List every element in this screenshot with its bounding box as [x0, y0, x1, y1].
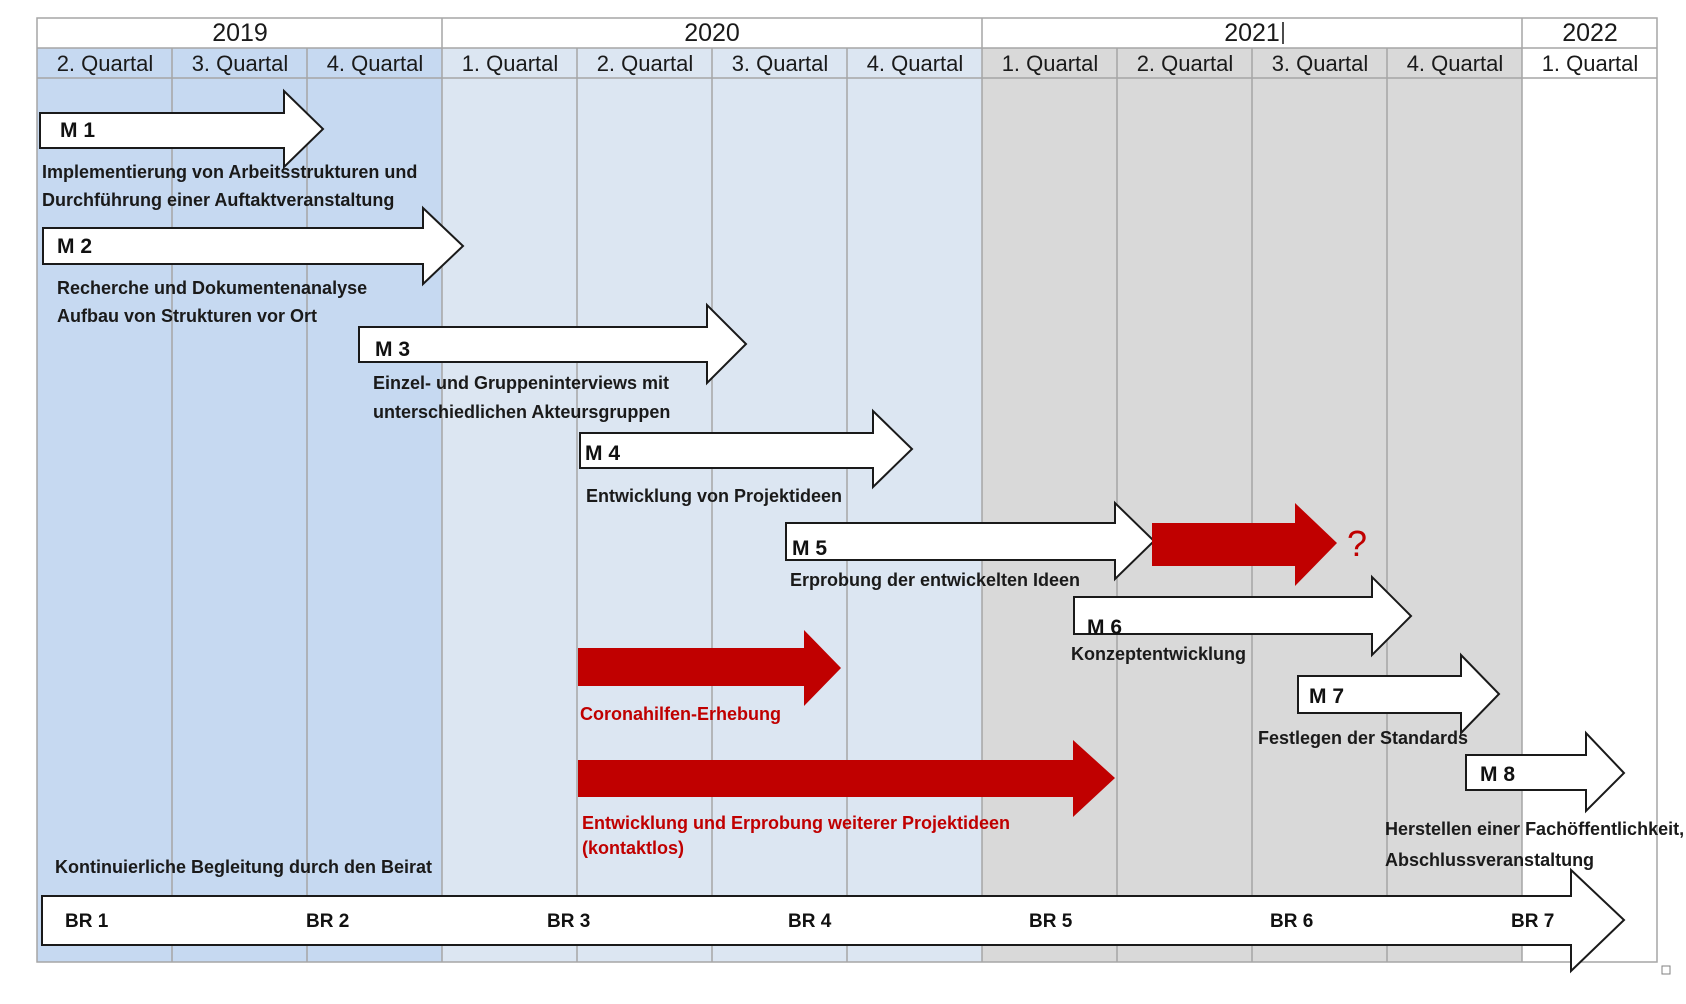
quarter-label: 2. Quartal [597, 51, 694, 76]
milestone-m5-extension-arrow [1152, 503, 1337, 586]
background-2019 [37, 48, 442, 962]
milestone-m1-description-line2: Durchführung einer Auftaktveranstaltung [42, 190, 394, 210]
quarter-header: 2. Quartal 3. Quartal 4. Quartal 1. Quar… [57, 51, 1639, 76]
advisory-board-label: Kontinuierliche Begleitung durch den Bei… [55, 857, 432, 877]
corona-survey-label: Coronahilfen-Erhebung [580, 704, 781, 724]
milestone-m3: M 3 Einzel- und Gruppeninterviews mit un… [358, 302, 748, 422]
year-label-2022: 2022 [1562, 19, 1618, 47]
contactless-projects-task: Entwicklung und Erprobung weiterer Proje… [578, 740, 1115, 858]
milestone-m6-description: Konzeptentwicklung [1071, 644, 1246, 664]
milestone-m7-description: Festlegen der Standards [1258, 728, 1468, 748]
milestone-m2-description-line2: Aufbau von Strukturen vor Ort [57, 306, 317, 326]
milestone-m4: M 4 Entwicklung von Projektideen [579, 408, 914, 506]
quarter-label: 4. Quartal [327, 51, 424, 76]
milestone-m8-description-line2: Abschlussveranstaltung [1385, 850, 1594, 870]
advisory-meeting-br5: BR 5 [1029, 911, 1073, 932]
milestone-m4-description: Entwicklung von Projektideen [586, 486, 842, 506]
year-label-2021: 2021 [1224, 19, 1280, 47]
milestone-m5-label: M 5 [792, 537, 827, 560]
milestone-m8-label: M 8 [1480, 763, 1515, 786]
milestone-m6-arrow [1073, 574, 1413, 658]
corona-survey-arrow [578, 630, 841, 706]
milestone-m1-label: M 1 [60, 119, 95, 142]
milestone-m2: M 2 Recherche und Dokumentenanalyse Aufb… [42, 205, 465, 326]
milestone-m6: M 6 Konzeptentwicklung [1071, 574, 1413, 664]
advisory-meeting-br6: BR 6 [1270, 911, 1313, 932]
quarter-label: 3. Quartal [732, 51, 829, 76]
milestone-m2-description-line1: Recherche und Dokumentenanalyse [57, 278, 367, 298]
milestone-m3-description-line2: unterschiedlichen Akteursgruppen [373, 402, 670, 422]
advisory-board-arrow [41, 867, 1626, 974]
advisory-meeting-br4: BR 4 [788, 911, 832, 932]
milestone-m7-label: M 7 [1309, 685, 1344, 708]
milestone-m5: M 5 Erprobung der entwickelten Ideen ? [785, 500, 1367, 590]
contactless-projects-label-line1: Entwicklung und Erprobung weiterer Proje… [582, 813, 1010, 833]
milestone-m3-arrow [358, 302, 748, 386]
year-header: 2019 2020 2021 2022 [212, 19, 1618, 47]
quarter-label: 1. Quartal [1002, 51, 1099, 76]
quarter-label: 1. Quartal [462, 51, 559, 76]
quarter-label: 2. Quartal [57, 51, 154, 76]
quarter-label: 4. Quartal [1407, 51, 1504, 76]
milestone-m2-arrow [42, 205, 465, 287]
contactless-projects-arrow [578, 740, 1115, 817]
milestone-m1-description-line1: Implementierung von Arbeitsstrukturen un… [42, 162, 417, 182]
advisory-meeting-br3: BR 3 [547, 911, 590, 932]
table-border [36, 17, 1658, 963]
background-2022 [1522, 48, 1657, 962]
milestone-m4-label: M 4 [585, 442, 620, 465]
milestone-m7: M 7 Festlegen der Standards [1258, 652, 1501, 748]
milestone-m1-arrow [39, 88, 325, 170]
advisory-meeting-br7: BR 7 [1511, 911, 1554, 932]
question-mark: ? [1347, 523, 1367, 564]
milestone-m3-description-line1: Einzel- und Gruppeninterviews mit [373, 373, 669, 393]
quarter-label: 3. Quartal [1272, 51, 1369, 76]
quarter-label: 4. Quartal [867, 51, 964, 76]
milestone-m8-arrow [1465, 730, 1626, 814]
corona-survey-task: Coronahilfen-Erhebung [578, 630, 841, 724]
milestone-m7-arrow [1297, 652, 1501, 736]
advisory-board: Kontinuierliche Begleitung durch den Bei… [41, 857, 1626, 974]
quarter-label: 3. Quartal [192, 51, 289, 76]
milestone-m3-label: M 3 [375, 338, 410, 361]
milestone-m6-label: M 6 [1087, 616, 1122, 639]
milestone-m1: M 1 Implementierung von Arbeitsstrukture… [39, 88, 417, 210]
contactless-projects-label-line2: (kontaktlos) [582, 838, 684, 858]
milestone-m4-arrow [579, 408, 914, 490]
milestone-m5-description: Erprobung der entwickelten Ideen [790, 570, 1080, 590]
quarter-label: 2. Quartal [1137, 51, 1234, 76]
milestone-m2-label: M 2 [57, 235, 92, 258]
advisory-meeting-br1: BR 1 [65, 911, 109, 932]
advisory-meeting-br2: BR 2 [306, 911, 349, 932]
quarter-label: 1. Quartal [1542, 51, 1639, 76]
year-label-2019: 2019 [212, 19, 268, 47]
grid-lines [36, 17, 1658, 963]
resize-handle[interactable] [1661, 965, 1671, 975]
milestone-m5-arrow [785, 500, 1156, 582]
year-label-2020: 2020 [684, 19, 740, 47]
milestone-m8: M 8 Herstellen einer Fachöffentlichkeit,… [1385, 730, 1684, 870]
milestone-m8-description-line1: Herstellen einer Fachöffentlichkeit, [1385, 819, 1684, 839]
